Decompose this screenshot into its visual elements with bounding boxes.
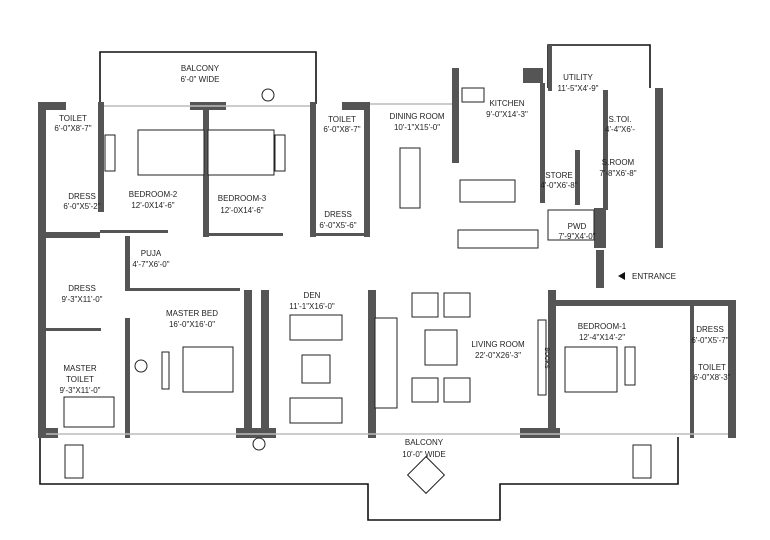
balcony-bottom-outline [39,437,679,521]
dress-master-label: DRESS [68,284,96,293]
furniture [63,87,652,495]
toilet-right-size: 6'-0"X8'-3" [693,373,730,382]
store-size: 4'-0"X6'-8" [540,181,577,190]
toilet-mid-label: TOILET [328,115,356,124]
dress-right-size: 6'-0"X5'-7" [691,336,728,345]
master-toilet-label-2: TOILET [66,375,94,384]
balcony-top-size: 6'-0" WIDE [180,75,219,84]
books-label: BOOKS [543,347,549,368]
toilet-mid-size: 6'-0"X8'-7" [323,125,360,134]
dining-label: DINING ROOM [389,112,444,121]
living-label: LIVING ROOM [471,340,525,349]
puja-label: PUJA [141,249,162,258]
s-room-size: 7'-8"X6'-8" [599,169,636,178]
dining-size: 10'-1"X15'-0" [394,123,440,132]
s-toilet-label: S.TOI. [609,115,632,124]
living-size: 22'-0"X26'-3" [475,351,521,360]
toilet-right-label: TOILET [698,363,726,372]
kitchen-label: KITCHEN [489,99,524,108]
entrance-marker: ENTRANCE [618,272,676,281]
balcony-bottom-label: BALCONY [405,438,444,447]
entrance-label: ENTRANCE [632,272,676,281]
bedroom-2-size: 12'-0X14'-6" [131,201,174,210]
master-toilet-size: 9'-3"X11'-0" [59,386,100,395]
dress-left-size: 6'-0"X5'-2" [63,202,100,211]
dress-left-label: DRESS [68,192,96,201]
puja-size: 4'-7"X6'-0" [132,260,169,269]
dress-master-size: 9'-3"X11'-0" [61,295,102,304]
store-label: STORE [545,171,572,180]
den-label: DEN [304,291,321,300]
balcony-top-outline [99,51,317,104]
s-toilet-size: 4'-4"X6'- [605,125,635,134]
toilet-left-size: 6'-0"X8'-7" [54,124,91,133]
master-toilet-label: MASTER [63,364,97,373]
pwd-size: 7'-9"X4'-0" [558,232,595,241]
walls [38,45,736,438]
master-bed-label: MASTER BED [166,309,218,318]
master-bed-size: 16'-0"X16'-0" [169,320,215,329]
dress-mid-label: DRESS [324,210,352,219]
balcony-top-label: BALCONY [181,64,220,73]
bedroom-1-label: BEDROOM-1 [578,322,627,331]
pwd-label: PWD [568,222,587,231]
utility-size: 11'-5"X4'-9" [557,84,598,93]
balcony-bottom-size: 10'-0" WIDE [402,450,446,459]
den-size: 11'-1"X16'-0" [289,302,335,311]
bedroom-1-size: 12'-4"X14'-2" [579,333,625,342]
toilet-left-label: TOILET [59,114,87,123]
kitchen-size: 9'-0"X14'-3" [486,110,528,119]
dress-mid-size: 6'-0"X5'-6" [319,221,356,230]
entrance-arrow-icon [618,272,625,280]
utility-label: UTILITY [563,73,593,82]
bedroom-3-size: 12'-0X14'-6" [220,206,263,215]
bedroom-3-label: BEDROOM-3 [218,194,267,203]
dress-right-label: DRESS [696,325,724,334]
room-labels: BALCONY 6'-0" WIDE TOILET 6'-0"X8'-7" DR… [54,64,730,459]
bedroom-2-label: BEDROOM-2 [129,190,178,199]
s-room-label: S.ROOM [602,158,635,167]
